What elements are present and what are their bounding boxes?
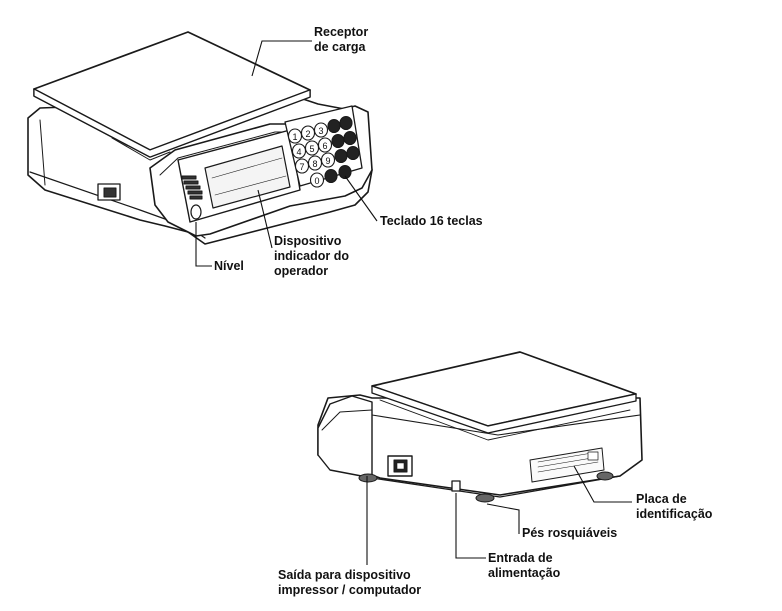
serial-connector [387, 455, 413, 477]
key-label: 7 [299, 162, 304, 172]
leader-entrada [455, 493, 486, 559]
key-label: 9 [325, 156, 330, 166]
key-6: 6 [317, 137, 333, 153]
key-f5 [334, 148, 348, 164]
key-9: 9 [320, 152, 336, 168]
key-f7 [324, 168, 338, 184]
key-f8 [338, 164, 352, 180]
label-dispositivo-indicador: Dispositivo indicador do operador [274, 234, 349, 278]
rear-console-line [321, 409, 373, 431]
key-label: 1 [292, 132, 297, 142]
key-7: 7 [294, 158, 310, 174]
key-5: 5 [304, 140, 320, 156]
key-0: 0 [309, 172, 325, 188]
rear-bottom-edge [371, 475, 621, 498]
label-nivel: Nível [214, 259, 244, 273]
key-label: 8 [312, 159, 317, 169]
key-8: 8 [307, 155, 323, 171]
label-placa-de-identificacao: Placa de identificação [636, 492, 713, 521]
key-1: 1 [287, 128, 303, 144]
key-f1 [327, 118, 341, 134]
power-connector [451, 480, 461, 492]
threaded-feet [358, 471, 614, 503]
key-label: 4 [296, 147, 301, 157]
key-f6 [346, 145, 360, 161]
rear-shoulder-line [371, 414, 641, 436]
leader-nivel [195, 222, 212, 267]
label-teclado-16-teclas: Teclado 16 teclas [380, 214, 483, 228]
leader-placa [573, 465, 632, 503]
key-label: 0 [314, 176, 319, 186]
side-connector [97, 183, 121, 201]
key-label: 2 [305, 129, 310, 139]
key-label: 6 [322, 141, 327, 151]
rear-plate-under [379, 399, 631, 441]
leader-receptor [251, 40, 312, 77]
rear-console-hump [317, 395, 373, 479]
leader-lines [195, 40, 632, 565]
key-4: 4 [291, 143, 307, 159]
label-pes-rosquiaveis: Pés rosquiáveis [522, 526, 618, 540]
key-f4 [343, 130, 357, 146]
key-label: 5 [309, 144, 314, 154]
key-f2 [339, 115, 353, 131]
front-view-scale [27, 31, 373, 245]
rear-plate-edge [371, 385, 637, 434]
display-panel [177, 129, 301, 223]
key-label: 3 [318, 126, 323, 136]
key-2: 2 [300, 125, 316, 141]
identification-plate [529, 447, 605, 483]
load-plate-edge-fill [33, 88, 311, 158]
keypad-keys: 1 2 3 4 5 6 7 8 9 0 [287, 115, 360, 188]
base-side-line [39, 119, 46, 186]
level-bubble [190, 204, 202, 220]
plate-under-line [111, 137, 171, 161]
label-entrada-de-alimentacao: Entrada de alimentação [488, 551, 561, 580]
leader-pes [486, 503, 520, 534]
label-receptor-de-carga: Receptor de carga [314, 25, 369, 54]
leader-teclado [344, 175, 378, 222]
label-saida-dispositivo: Saída para dispositivo impressor / compu… [278, 568, 422, 597]
key-3: 3 [313, 122, 329, 138]
key-f3 [331, 133, 345, 149]
rear-view-scale [317, 351, 643, 503]
leader-dispositivo [257, 189, 273, 249]
display-indicators [181, 175, 203, 200]
